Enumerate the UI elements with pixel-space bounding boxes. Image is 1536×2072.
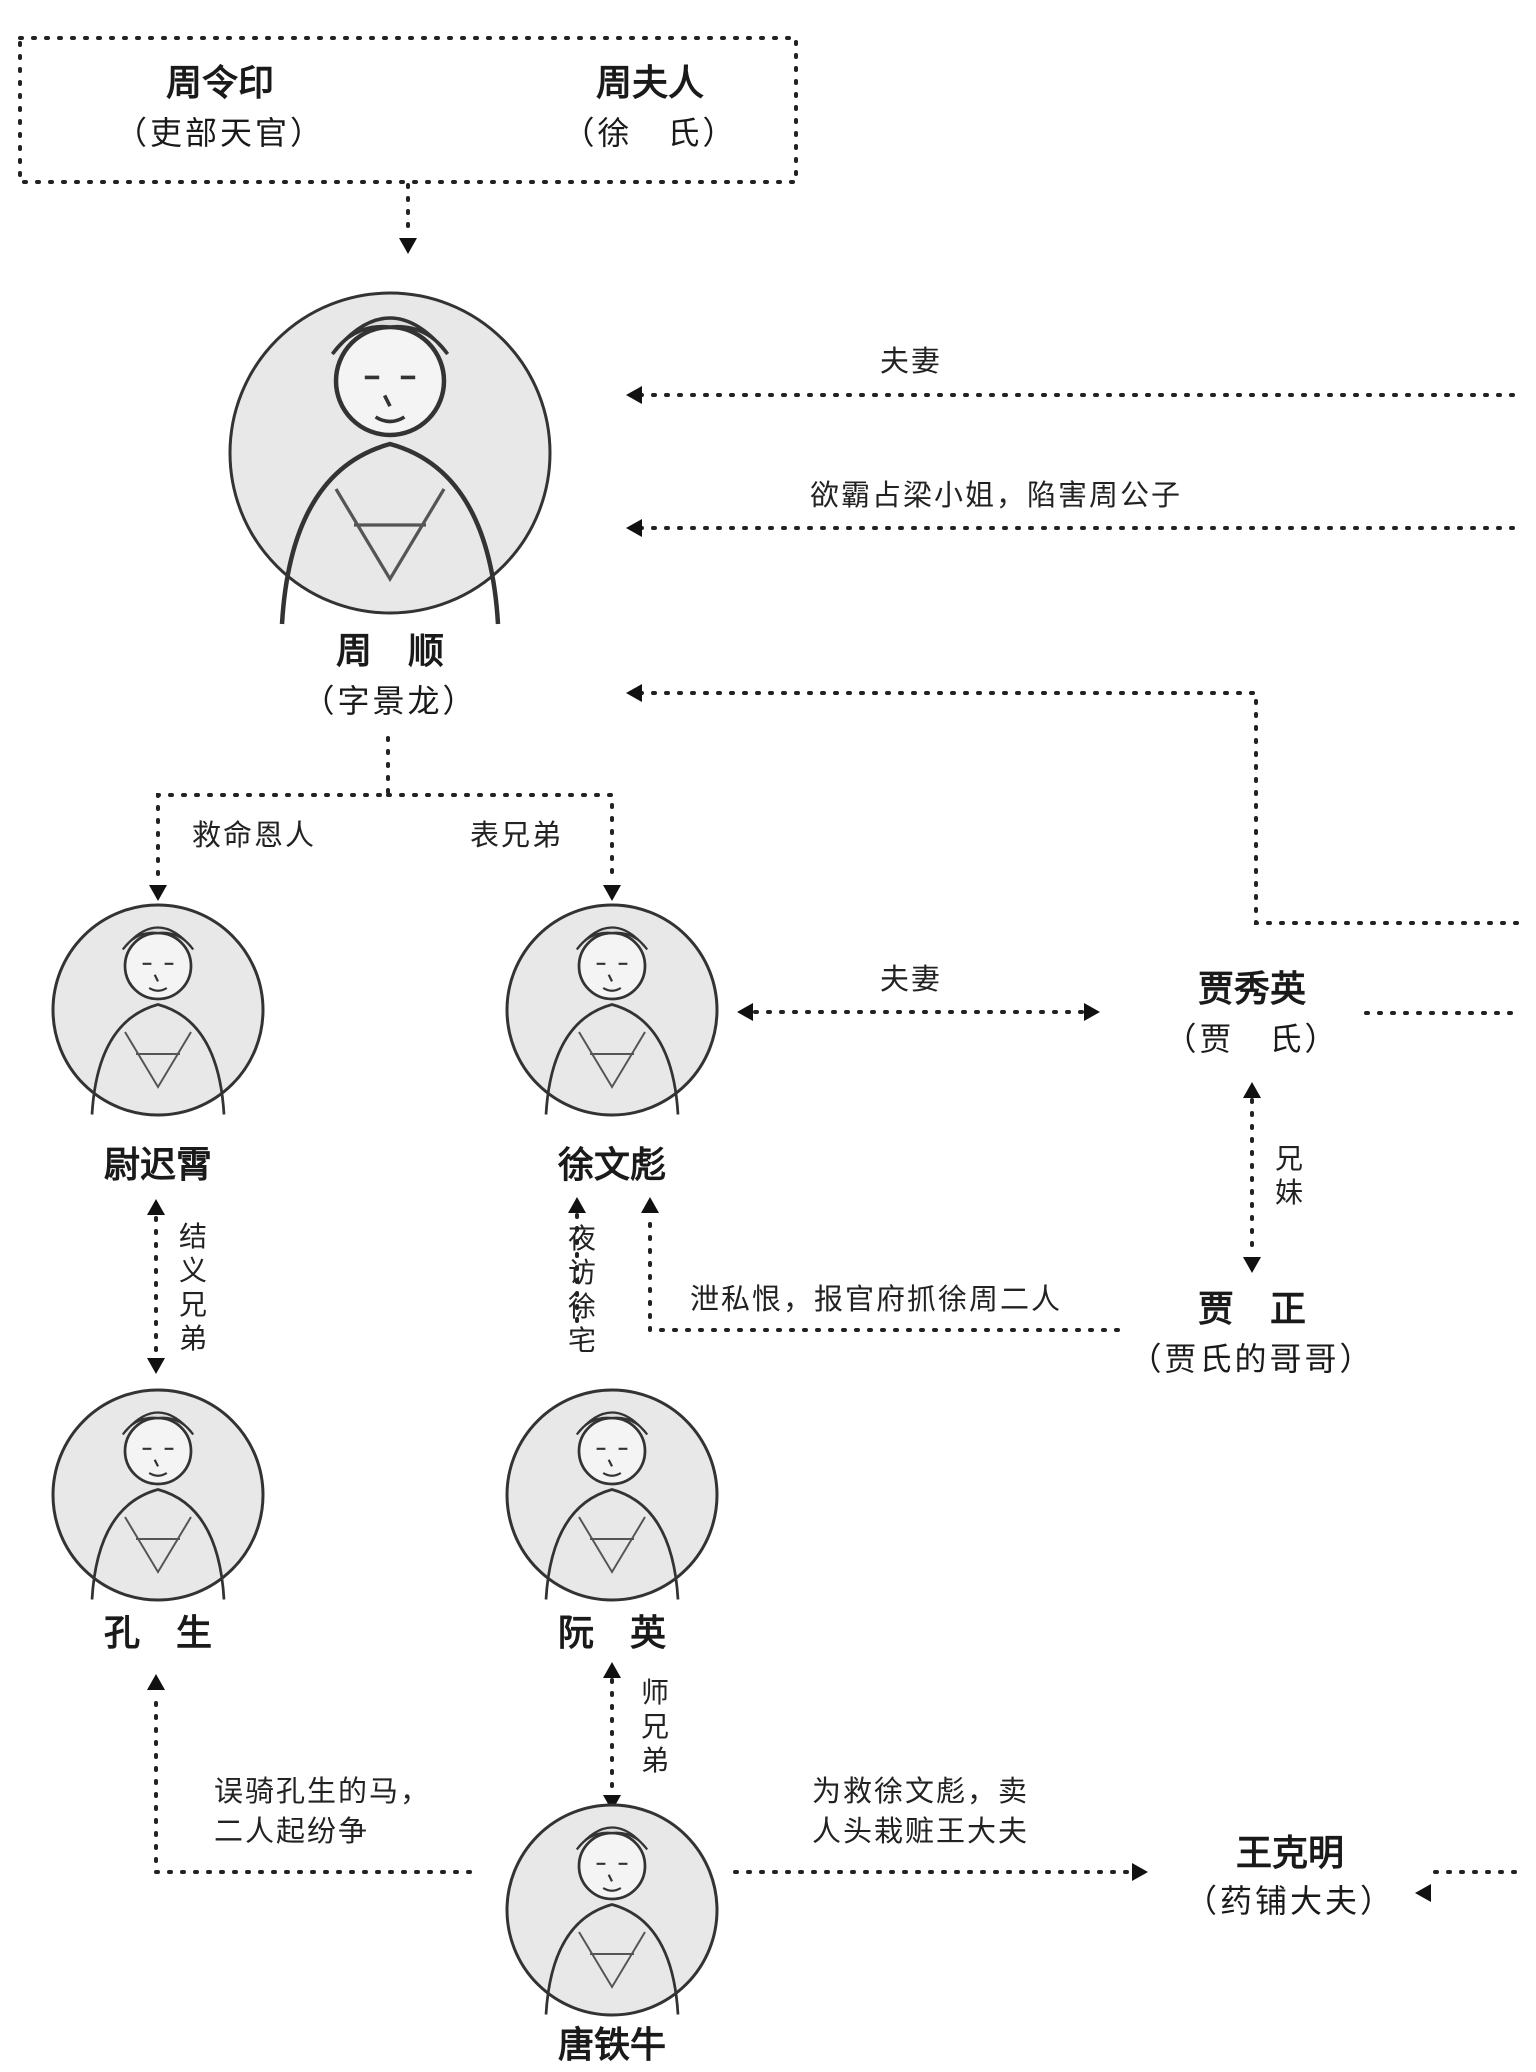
relation-siblings: 兄妹 — [1274, 1142, 1303, 1209]
relation-horse-line2: 二人起纷争 — [214, 1814, 370, 1848]
arrowheads — [147, 238, 1431, 1902]
relation-couple-top: 夫妻 — [880, 344, 943, 378]
xu-wenbiao-name: 徐文彪 — [557, 1145, 666, 1186]
zhou-shun-name: 周 顺 — [335, 631, 444, 672]
portrait-xu-wenbiao — [505, 903, 719, 1117]
relation-horse-line1: 误骑孔生的马， — [214, 1774, 432, 1808]
kong-sheng-name: 孔 生 — [103, 1613, 212, 1654]
jia-xiuying-note: （贾 氏） — [1164, 1020, 1340, 1058]
relation-fellow-disciples: 师兄弟 — [640, 1676, 669, 1777]
father-note: （吏部天官） — [114, 114, 325, 152]
relation-liang-plot: 欲霸占梁小姐，陷害周公子 — [810, 478, 1183, 512]
relation-night-visit: 夜访徐宅 — [567, 1222, 596, 1357]
portrait-yu-chixiao — [51, 903, 265, 1117]
yu-chixiao-name: 尉迟霄 — [103, 1145, 212, 1186]
dotted-lines — [154, 183, 1522, 1874]
portrait-tang-tieniu — [505, 1803, 719, 2017]
jia-xiuying-name: 贾秀英 — [1197, 969, 1306, 1010]
parents-box — [18, 36, 798, 184]
relation-revenge: 泄私恨，报官府抓徐周二人 — [690, 1282, 1063, 1316]
relation-couple-xu-jia: 夫妻 — [880, 962, 943, 996]
relation-savior: 救命恩人 — [192, 818, 317, 852]
jia-zheng-note: （贾氏的哥哥） — [1129, 1340, 1375, 1378]
relation-sworn-brothers: 结义兄弟 — [178, 1220, 207, 1355]
wang-keming-note: （药铺大夫） — [1184, 1882, 1395, 1920]
father-name: 周令印 — [165, 63, 274, 104]
jia-zheng-name: 贾 正 — [1197, 1289, 1306, 1330]
portrait-kong-sheng — [51, 1388, 265, 1602]
zhou-shun-note: （字景龙） — [302, 682, 478, 720]
relation-rescue-line1: 为救徐文彪，卖 — [812, 1774, 1030, 1808]
tang-tieniu-name: 唐铁牛 — [557, 2025, 666, 2066]
mother-note: （徐 氏） — [562, 114, 738, 152]
portrait-zhou-shun — [228, 291, 552, 624]
relation-cousin: 表兄弟 — [470, 818, 564, 852]
mother-name: 周夫人 — [595, 63, 704, 104]
relation-rescue-line2: 人头栽赃王大夫 — [812, 1814, 1030, 1848]
portrait-ruan-ying — [505, 1388, 719, 1602]
ruan-ying-name: 阮 英 — [557, 1613, 666, 1654]
wang-keming-name: 王克明 — [1235, 1833, 1344, 1874]
